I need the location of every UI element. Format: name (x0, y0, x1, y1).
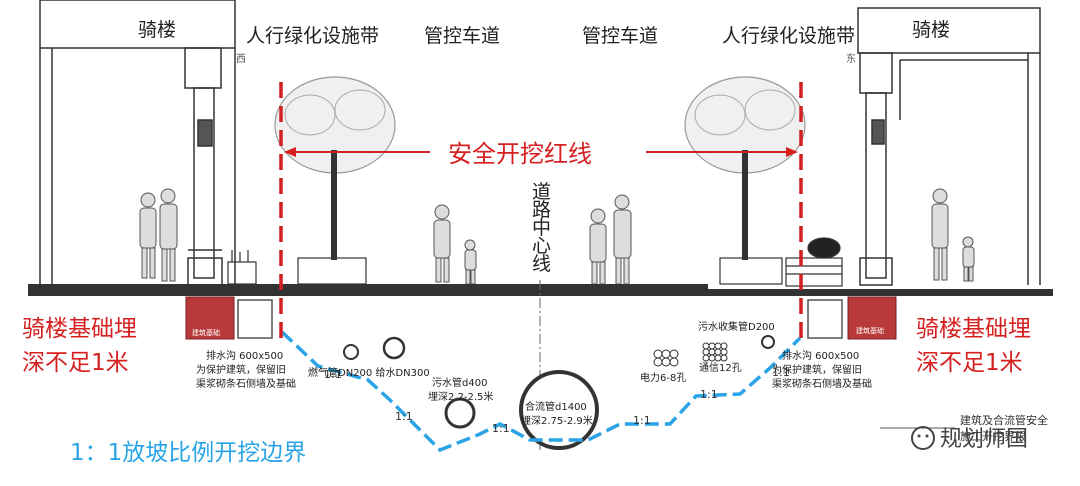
svg-text:深不足1米: 深不足1米 (22, 350, 129, 376)
svg-text:路: 路 (532, 199, 551, 221)
svg-text:渠浆砌条石侧墙及基础: 渠浆砌条石侧墙及基础 (196, 377, 296, 390)
svg-text:为保护建筑，保留旧: 为保护建筑，保留旧 (196, 363, 286, 376)
gas-pipe (343, 344, 359, 360)
svg-text:道: 道 (532, 181, 551, 203)
bottom-right-note: 建筑及合流管安全 施工开挖界限 (960, 413, 1048, 443)
svg-text:中: 中 (532, 217, 551, 239)
left-drain-ditch (237, 299, 273, 339)
right-ditch-note: 排水沟 600x500 为保护建筑，保留旧 渠浆砌条石侧墙及基础 (772, 349, 872, 390)
slope-legend: 1：1放坡比例开挖边界 (70, 440, 306, 466)
svg-text:1:1: 1:1 (633, 414, 651, 427)
telecom-conduits (702, 342, 728, 362)
sewer-note: 污水管d400 埋深2.2-2.5米 (428, 376, 493, 403)
svg-text:骑楼基础埋: 骑楼基础埋 (916, 316, 1031, 342)
wechat-icon (911, 426, 935, 450)
direction-west: 西 (236, 54, 246, 65)
svg-text:埋深2.2-2.5米: 埋深2.2-2.5米 (428, 390, 493, 403)
svg-text:建筑及合流管安全: 建筑及合流管安全 (960, 413, 1048, 427)
slope-boundary-line (280, 330, 802, 453)
left-foundation: 建筑基础 (185, 296, 235, 340)
power-note: 电力6-8孔 (640, 371, 686, 384)
svg-text:为保护建筑，保留旧: 为保护建筑，保留旧 (772, 363, 862, 376)
svg-text:骑楼基础埋: 骑楼基础埋 (22, 316, 137, 342)
svg-text:埋深2.75-2.9米: 埋深2.75-2.9米 (521, 414, 593, 427)
right-foundation-label: 建筑基础 (856, 326, 884, 335)
pedestrians-mother-child-right (931, 188, 975, 282)
svg-text:1:1: 1:1 (700, 388, 718, 401)
svg-text:施工开挖界限: 施工开挖界限 (960, 429, 1026, 443)
slope-ratio-marks: 1:1 1:1 1:1 1:1 1:1 1:1 (324, 366, 790, 435)
gas-water-note: 燃气管DN200 给水DN300 (308, 366, 430, 379)
combined-pipe (519, 370, 599, 450)
right-arcade-building (857, 7, 1041, 286)
svg-text:深不足1米: 深不足1米 (916, 350, 1023, 376)
ground-surface-right (708, 289, 1053, 296)
svg-text:规划师国: 规划师国 (940, 427, 1028, 452)
zone-left-lane: 管控车道 (424, 25, 500, 47)
direction-east: 东 (846, 52, 856, 65)
zone-right-lane: 管控车道 (582, 25, 658, 47)
sewage-collect-note: 污水收集管D200 (698, 320, 775, 333)
svg-text:线: 线 (532, 253, 551, 275)
svg-text:排水沟 600x500: 排水沟 600x500 (782, 349, 859, 362)
power-conduits (653, 349, 679, 367)
left-warning: 骑楼基础埋 深不足1米 (22, 316, 137, 376)
svg-text:1:1: 1:1 (324, 368, 342, 381)
right-tree (684, 76, 806, 285)
zone-right-arcade: 骑楼 (912, 19, 950, 41)
sewer-pipe (444, 397, 476, 429)
water-pipe (382, 336, 406, 360)
pedestrians-right-couple (589, 194, 632, 285)
right-warning: 骑楼基础埋 深不足1米 (916, 316, 1031, 376)
svg-text:1:1: 1:1 (492, 422, 510, 435)
left-foundation-label: 建筑基础 (192, 328, 220, 337)
combined-note: 合流管d1400 埋深2.75-2.9米 (521, 400, 593, 427)
zone-left-arcade: 骑楼 (138, 19, 176, 41)
svg-text:渠浆砌条石侧墙及基础: 渠浆砌条石侧墙及基础 (772, 377, 872, 390)
left-small-plants (227, 250, 257, 285)
svg-text:心: 心 (532, 235, 551, 257)
sewage-collection-pipe (761, 335, 775, 349)
right-foundation: 建筑基础 (847, 296, 897, 340)
right-planter (785, 237, 843, 287)
right-drain-ditch (807, 299, 843, 339)
zone-left-green: 人行绿化设施带 (246, 25, 379, 47)
left-ditch-note: 排水沟 600x500 为保护建筑，保留旧 渠浆砌条石侧墙及基础 (196, 349, 296, 390)
pedestrians-mother-child-left (433, 204, 477, 285)
svg-text:1:1: 1:1 (772, 366, 790, 379)
red-line-arrow-right (646, 147, 798, 157)
zone-right-green: 人行绿化设施带 (722, 25, 855, 47)
svg-text:排水沟 600x500: 排水沟 600x500 (206, 349, 283, 362)
left-arcade-building (39, 0, 236, 286)
centerline-label: 道 路 中 心 线 (532, 181, 551, 275)
left-tree (274, 76, 396, 285)
red-line-arrow-left (284, 147, 430, 157)
svg-text:合流管d1400: 合流管d1400 (525, 400, 587, 413)
svg-text:污水管d400: 污水管d400 (432, 376, 487, 389)
ground-surface (28, 284, 708, 296)
pedestrians-left-couple (139, 188, 178, 282)
telecom-note: 通信12孔 (699, 362, 742, 374)
watermark: 规划师国 (911, 426, 1028, 452)
red-line-label: 安全开挖红线 (448, 140, 592, 168)
svg-text:1:1: 1:1 (395, 410, 413, 423)
